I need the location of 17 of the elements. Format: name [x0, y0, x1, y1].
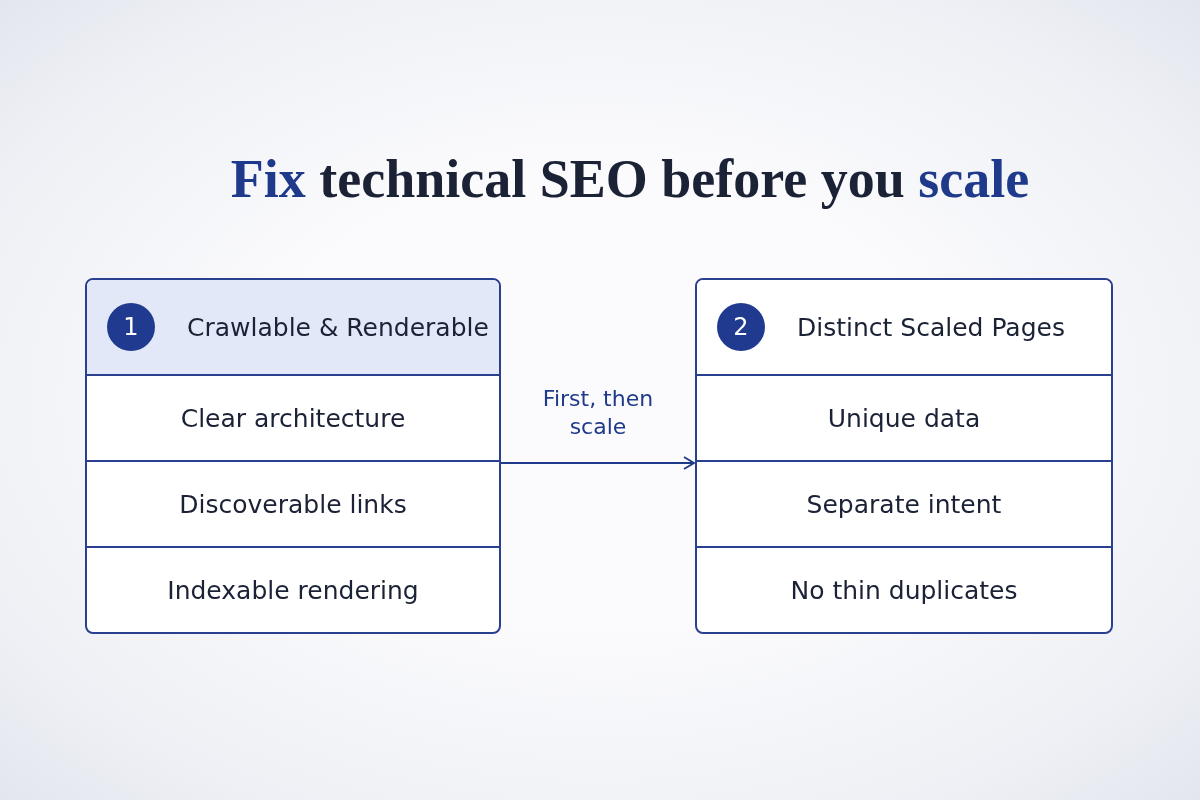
header-text: Crawlable & Renderable	[187, 312, 489, 342]
step-number: 2	[717, 303, 765, 351]
list-item: Discoverable links	[87, 460, 499, 546]
list-card	[85, 278, 501, 634]
header-text: Distinct Scaled Pages	[797, 312, 1065, 342]
list-item: No thin duplicates	[697, 546, 1111, 632]
header-row	[87, 280, 499, 376]
list-card	[695, 278, 1113, 634]
step-number: 1	[107, 303, 155, 351]
list-item: Unique data	[697, 376, 1111, 460]
list-item: Indexable rendering	[87, 546, 499, 632]
edge-label: First, then scale	[541, 385, 655, 440]
header-row	[697, 280, 1111, 376]
list-item: Separate intent	[697, 460, 1111, 546]
title: Fix technical SEO before you scale	[229, 148, 1031, 210]
arrow	[500, 456, 695, 470]
list-item: Clear architecture	[87, 376, 499, 460]
